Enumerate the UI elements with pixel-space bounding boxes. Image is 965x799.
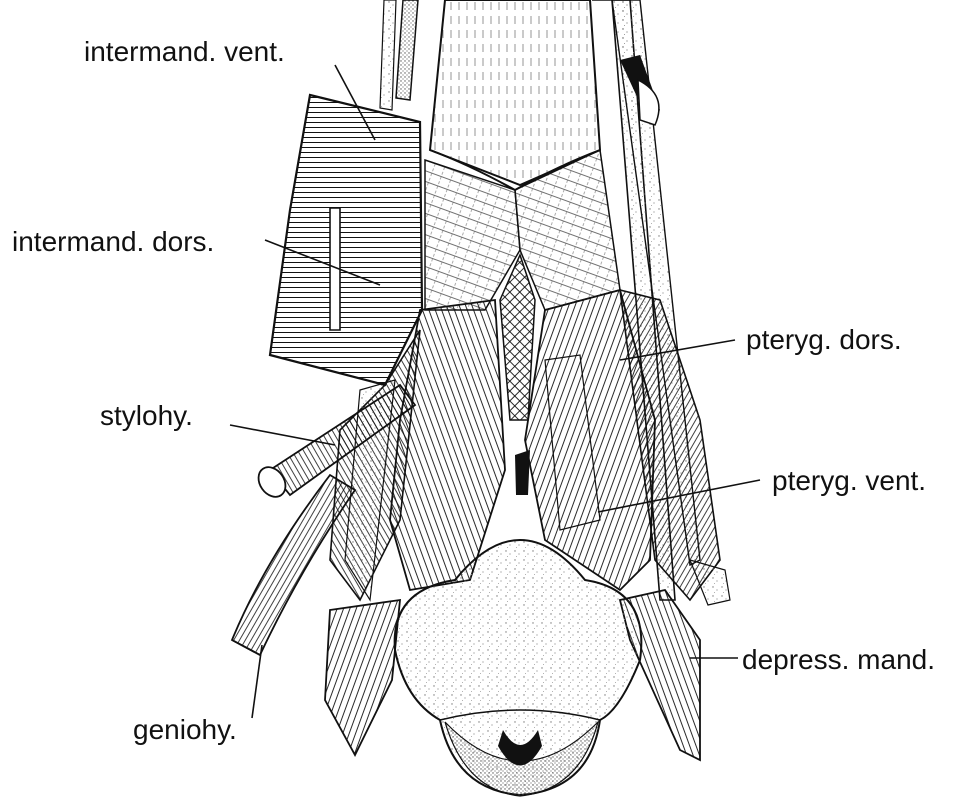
intermandibularis-sheet (270, 95, 422, 385)
label-stylohy: stylohy. (100, 402, 193, 430)
label-intermand-vent: intermand. vent. (84, 38, 285, 66)
central-mesh (500, 255, 535, 420)
label-intermand-dors: intermand. dors. (12, 228, 214, 256)
leader-geniohy (252, 645, 262, 718)
leader-stylohy (230, 425, 335, 445)
label-geniohy: geniohy. (133, 716, 237, 744)
label-pteryg-dors: pteryg. dors. (746, 326, 902, 354)
label-depress-mand: depress. mand. (742, 646, 935, 674)
label-pteryg-vent: pteryg. vent. (772, 467, 926, 495)
